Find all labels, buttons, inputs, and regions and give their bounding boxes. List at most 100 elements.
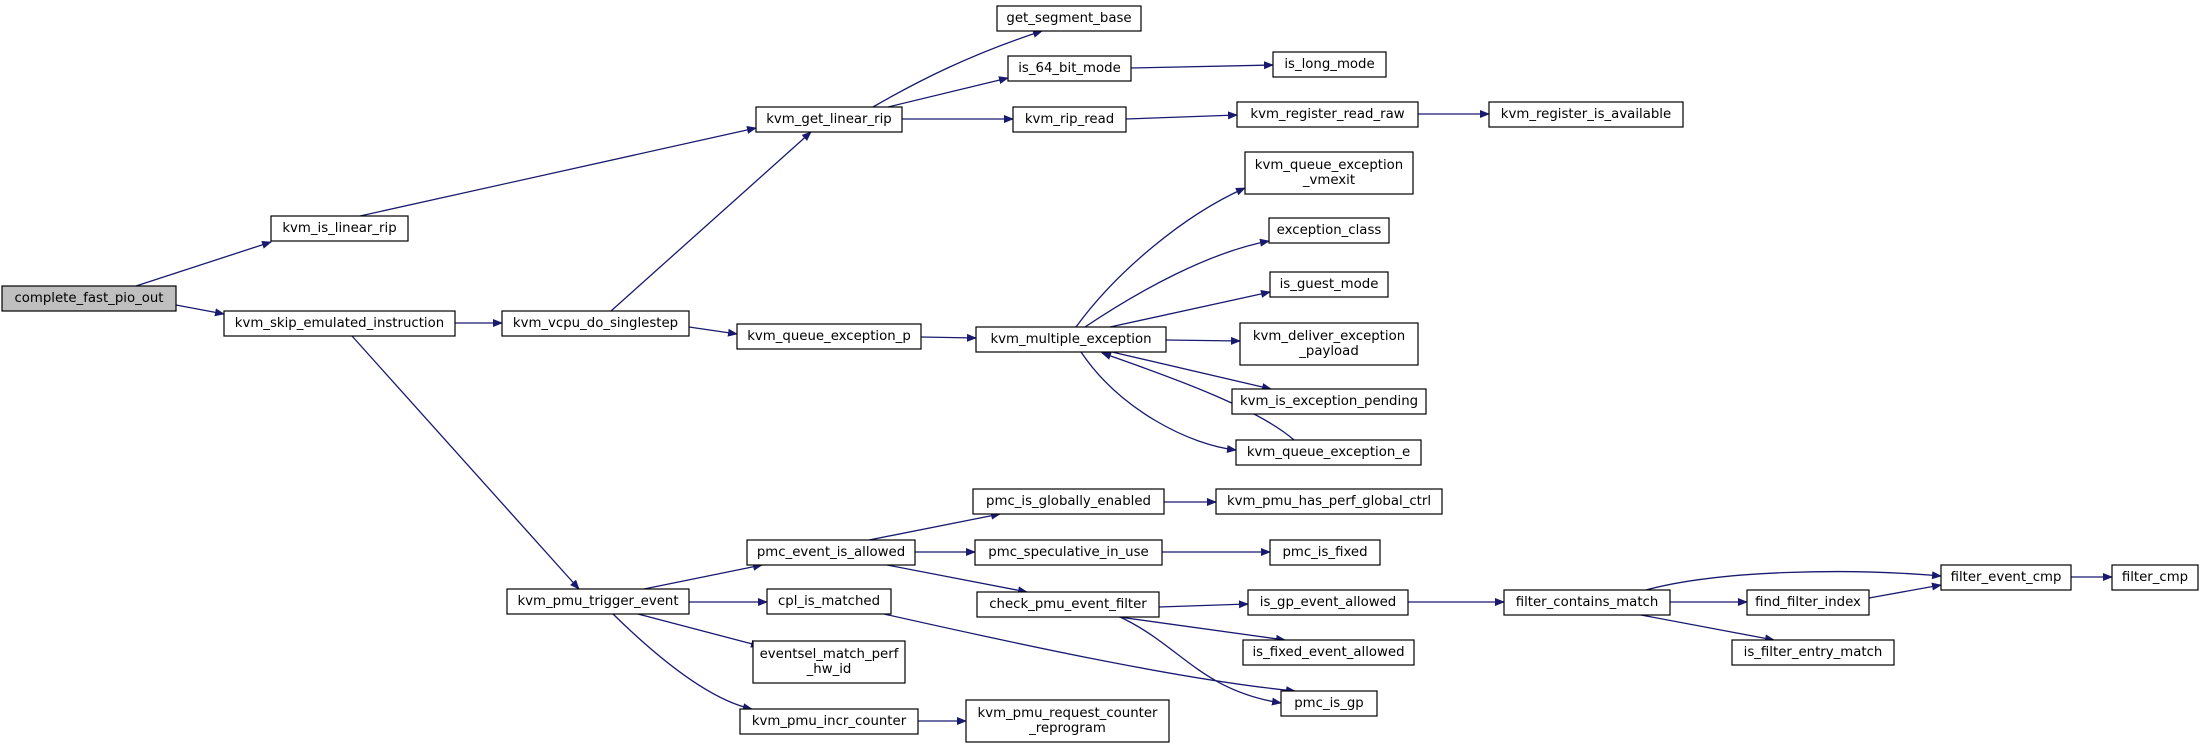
node-label: kvm_queue_exception bbox=[1255, 158, 1403, 173]
node-box bbox=[976, 591, 1160, 618]
node-get_segment_base[interactable]: get_segment_base bbox=[996, 5, 1142, 32]
edge-kvm_vcpu_do_singlestep-to-kvm_queue_exception_p bbox=[688, 326, 738, 337]
node-check_pmu_event_filter[interactable]: check_pmu_event_filter bbox=[976, 591, 1160, 618]
node-kvm_vcpu_do_singlestep[interactable]: kvm_vcpu_do_singlestep bbox=[501, 310, 690, 337]
node-kvm_skip_emulated_instruction[interactable]: kvm_skip_emulated_instruction bbox=[223, 310, 456, 337]
node-cpl_is_matched[interactable]: cpl_is_matched bbox=[766, 588, 892, 615]
node-label: kvm_multiple_exception bbox=[990, 332, 1151, 347]
node-is_long_mode[interactable]: is_long_mode bbox=[1272, 51, 1387, 78]
node-box bbox=[1272, 51, 1387, 78]
node-kvm_queue_exception_vmexit[interactable]: kvm_queue_exception_vmexit bbox=[1244, 151, 1414, 195]
node-is_filter_entry_match[interactable]: is_filter_entry_match bbox=[1731, 639, 1895, 666]
edge-kvm_multiple_exception-to-is_guest_mode bbox=[1109, 290, 1271, 328]
node-box bbox=[1244, 151, 1414, 195]
node-pmc_event_is_allowed[interactable]: pmc_event_is_allowed bbox=[746, 539, 916, 566]
edge-kvm_multiple_exception-to-exception_class bbox=[1084, 238, 1270, 328]
node-label: kvm_pmu_has_perf_global_ctrl bbox=[1227, 494, 1431, 509]
node-box bbox=[974, 539, 1163, 566]
node-kvm_pmu_incr_counter[interactable]: kvm_pmu_incr_counter bbox=[739, 708, 919, 735]
edge-kvm_queue_exception_e-to-kvm_multiple_exception bbox=[1101, 352, 1295, 441]
node-box bbox=[1488, 101, 1684, 128]
node-label: kvm_skip_emulated_instruction bbox=[235, 316, 444, 331]
edge-kvm_pmu_trigger_event-to-eventsel_match_perf_hw_id bbox=[637, 613, 761, 648]
node-label: exception_class bbox=[1277, 223, 1382, 238]
node-kvm_is_linear_rip[interactable]: kvm_is_linear_rip bbox=[270, 215, 409, 242]
node-box bbox=[1242, 639, 1415, 666]
node-label: pmc_event_is_allowed bbox=[757, 545, 905, 560]
node-label: is_fixed_event_allowed bbox=[1252, 645, 1404, 660]
node-filter_event_cmp[interactable]: filter_event_cmp bbox=[1940, 564, 2072, 591]
edge-kvm_multiple_exception-to-kvm_queue_exception_vmexit bbox=[1075, 187, 1246, 328]
node-pmc_is_fixed[interactable]: pmc_is_fixed bbox=[1269, 539, 1381, 566]
node-label: complete_fast_pio_out bbox=[14, 291, 163, 306]
node-box bbox=[1215, 488, 1443, 515]
node-box bbox=[1731, 639, 1895, 666]
edge-complete_fast_pio_out-to-kvm_is_linear_rip bbox=[135, 240, 272, 287]
node-label: kvm_queue_exception_e bbox=[1247, 445, 1410, 460]
node-find_filter_index[interactable]: find_filter_index bbox=[1746, 589, 1870, 616]
node-kvm_queue_exception_p[interactable]: kvm_queue_exception_p bbox=[736, 323, 922, 350]
edges-layer bbox=[135, 29, 2113, 725]
edge-kvm_pmu_trigger_event-to-pmc_event_is_allowed bbox=[643, 562, 763, 590]
node-box bbox=[1503, 589, 1671, 616]
edge-check_pmu_event_filter-to-pmc_is_gp bbox=[1119, 616, 1282, 706]
node-label: kvm_rip_read bbox=[1025, 112, 1114, 127]
node-box bbox=[506, 588, 690, 615]
node-filter_cmp[interactable]: filter_cmp bbox=[2111, 564, 2199, 591]
node-label: kvm_is_linear_rip bbox=[282, 221, 396, 236]
node-kvm_pmu_has_perf_global_ctrl[interactable]: kvm_pmu_has_perf_global_ctrl bbox=[1215, 488, 1443, 515]
edge-check_pmu_event_filter-to-is_fixed_event_allowed bbox=[1118, 616, 1286, 643]
node-kvm_is_exception_pending[interactable]: kvm_is_exception_pending bbox=[1231, 388, 1427, 415]
node-box bbox=[965, 699, 1170, 743]
node-box bbox=[270, 215, 409, 242]
node-box bbox=[746, 539, 916, 566]
node-is_fixed_event_allowed[interactable]: is_fixed_event_allowed bbox=[1242, 639, 1415, 666]
node-box bbox=[2111, 564, 2199, 591]
node-kvm_deliver_exception_payload[interactable]: kvm_deliver_exception_payload bbox=[1239, 322, 1419, 366]
edge-complete_fast_pio_out-to-kvm_skip_emulated_instruction bbox=[175, 304, 225, 317]
node-is_guest_mode[interactable]: is_guest_mode bbox=[1269, 271, 1389, 298]
edge-pmc_event_is_allowed-to-check_pmu_event_filter bbox=[886, 564, 1028, 595]
edge-kvm_multiple_exception-to-kvm_is_exception_pending bbox=[1111, 351, 1272, 391]
node-label: pmc_is_fixed bbox=[1282, 545, 1367, 560]
node-kvm_get_linear_rip[interactable]: kvm_get_linear_rip bbox=[755, 106, 903, 133]
node-label: filter_cmp bbox=[2122, 570, 2188, 585]
edge-kvm_multiple_exception-to-kvm_queue_exception_e bbox=[1080, 351, 1237, 453]
edge-cpl_is_matched-to-pmc_is_gp bbox=[883, 613, 1296, 695]
node-kvm_register_read_raw[interactable]: kvm_register_read_raw bbox=[1236, 101, 1419, 128]
node-pmc_is_gp[interactable]: pmc_is_gp bbox=[1280, 690, 1378, 717]
node-box bbox=[1268, 217, 1390, 244]
node-label: is_gp_event_allowed bbox=[1260, 595, 1397, 610]
edge-kvm_skip_emulated_instruction-to-kvm_pmu_trigger_event bbox=[351, 335, 580, 590]
node-pmc_is_globally_enabled[interactable]: pmc_is_globally_enabled bbox=[972, 488, 1165, 515]
node-box bbox=[1269, 271, 1389, 298]
node-exception_class[interactable]: exception_class bbox=[1268, 217, 1390, 244]
edge-kvm_pmu_trigger_event-to-kvm_pmu_incr_counter bbox=[612, 613, 753, 712]
node-box bbox=[752, 640, 906, 684]
node-box bbox=[223, 310, 456, 337]
node-kvm_rip_read[interactable]: kvm_rip_read bbox=[1012, 106, 1127, 133]
node-box bbox=[766, 588, 892, 615]
node-kvm_queue_exception_e[interactable]: kvm_queue_exception_e bbox=[1235, 439, 1422, 466]
node-box bbox=[1239, 322, 1419, 366]
node-box bbox=[736, 323, 922, 350]
node-label: pmc_speculative_in_use bbox=[988, 545, 1148, 560]
node-box bbox=[975, 326, 1167, 353]
node-kvm_multiple_exception[interactable]: kvm_multiple_exception bbox=[975, 326, 1167, 353]
edge-kvm_rip_read-to-kvm_register_read_raw bbox=[1125, 111, 1238, 120]
node-is_64_bit_mode[interactable]: is_64_bit_mode bbox=[1007, 55, 1132, 82]
node-eventsel_match_perf_hw_id[interactable]: eventsel_match_perf_hw_id bbox=[752, 640, 906, 684]
node-box bbox=[1235, 439, 1422, 466]
node-complete_fast_pio_out[interactable]: complete_fast_pio_out bbox=[1, 285, 177, 312]
node-box bbox=[739, 708, 919, 735]
node-pmc_speculative_in_use[interactable]: pmc_speculative_in_use bbox=[974, 539, 1163, 566]
node-filter_contains_match[interactable]: filter_contains_match bbox=[1503, 589, 1671, 616]
node-kvm_register_is_available[interactable]: kvm_register_is_available bbox=[1488, 101, 1684, 128]
node-label: kvm_vcpu_do_singlestep bbox=[513, 316, 678, 331]
node-kvm_pmu_request_counter_reprogram[interactable]: kvm_pmu_request_counter_reprogram bbox=[965, 699, 1170, 743]
node-kvm_pmu_trigger_event[interactable]: kvm_pmu_trigger_event bbox=[506, 588, 690, 615]
node-box bbox=[1012, 106, 1127, 133]
node-box bbox=[1007, 55, 1132, 82]
node-is_gp_event_allowed[interactable]: is_gp_event_allowed bbox=[1247, 589, 1409, 616]
